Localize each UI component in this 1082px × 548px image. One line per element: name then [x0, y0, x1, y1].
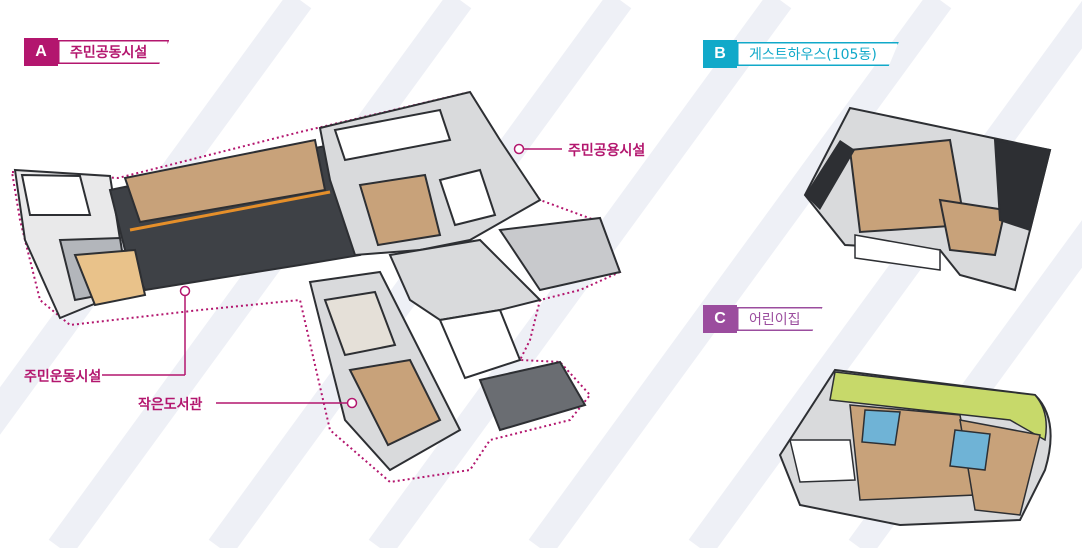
library-lounge: [323, 290, 397, 357]
callout-dot-library: [346, 397, 358, 409]
library-reading-area: [348, 358, 442, 447]
room-dark-south: [478, 360, 587, 432]
guest-window: [854, 234, 941, 271]
guest-house-plan: [803, 106, 1052, 292]
meeting-room: [358, 173, 442, 247]
callout-community-use: 주민공용시설: [568, 143, 646, 159]
orange-room: [73, 248, 147, 307]
section-c-title: 어린이집: [737, 307, 823, 331]
orange-rail: [129, 190, 331, 232]
guest-bedroom-floor: [938, 198, 1007, 257]
daycare-lime-roof: [829, 371, 1047, 442]
section-c-tag: C 어린이집: [703, 305, 823, 333]
section-a-title: 주민공동시설: [58, 40, 169, 64]
room-left-top: [20, 173, 92, 216]
daycare-toilet-1: [861, 409, 901, 446]
small-room: [438, 168, 497, 227]
callout-fitness: 주민운동시설: [24, 369, 102, 385]
guest-dark-wall: [993, 138, 1052, 232]
section-a-letter: A: [24, 38, 58, 66]
section-c-letter: C: [703, 305, 737, 333]
daycare-kitchen: [789, 439, 856, 483]
community-facility-plan: [10, 90, 622, 484]
toilet-block: [333, 108, 452, 162]
callout-lines: [102, 143, 562, 409]
guest-west-wall: [805, 140, 855, 210]
section-b-title: 게스트하우스(105동): [737, 42, 899, 66]
fitness-studio-floor: [123, 138, 327, 224]
callout-dot-fitness: [179, 285, 191, 297]
room-south: [438, 308, 522, 380]
section-a-tag: A 주민공동시설: [24, 38, 169, 66]
rooms-east: [498, 216, 622, 292]
daycare-plan: [778, 368, 1052, 527]
callout-dot-community-use: [513, 143, 525, 155]
daycare-toilet-2: [949, 429, 991, 471]
section-b-tag: B 게스트하우스(105동): [703, 40, 899, 68]
section-b-letter: B: [703, 40, 737, 68]
callout-library: 작은도서관: [138, 397, 203, 413]
